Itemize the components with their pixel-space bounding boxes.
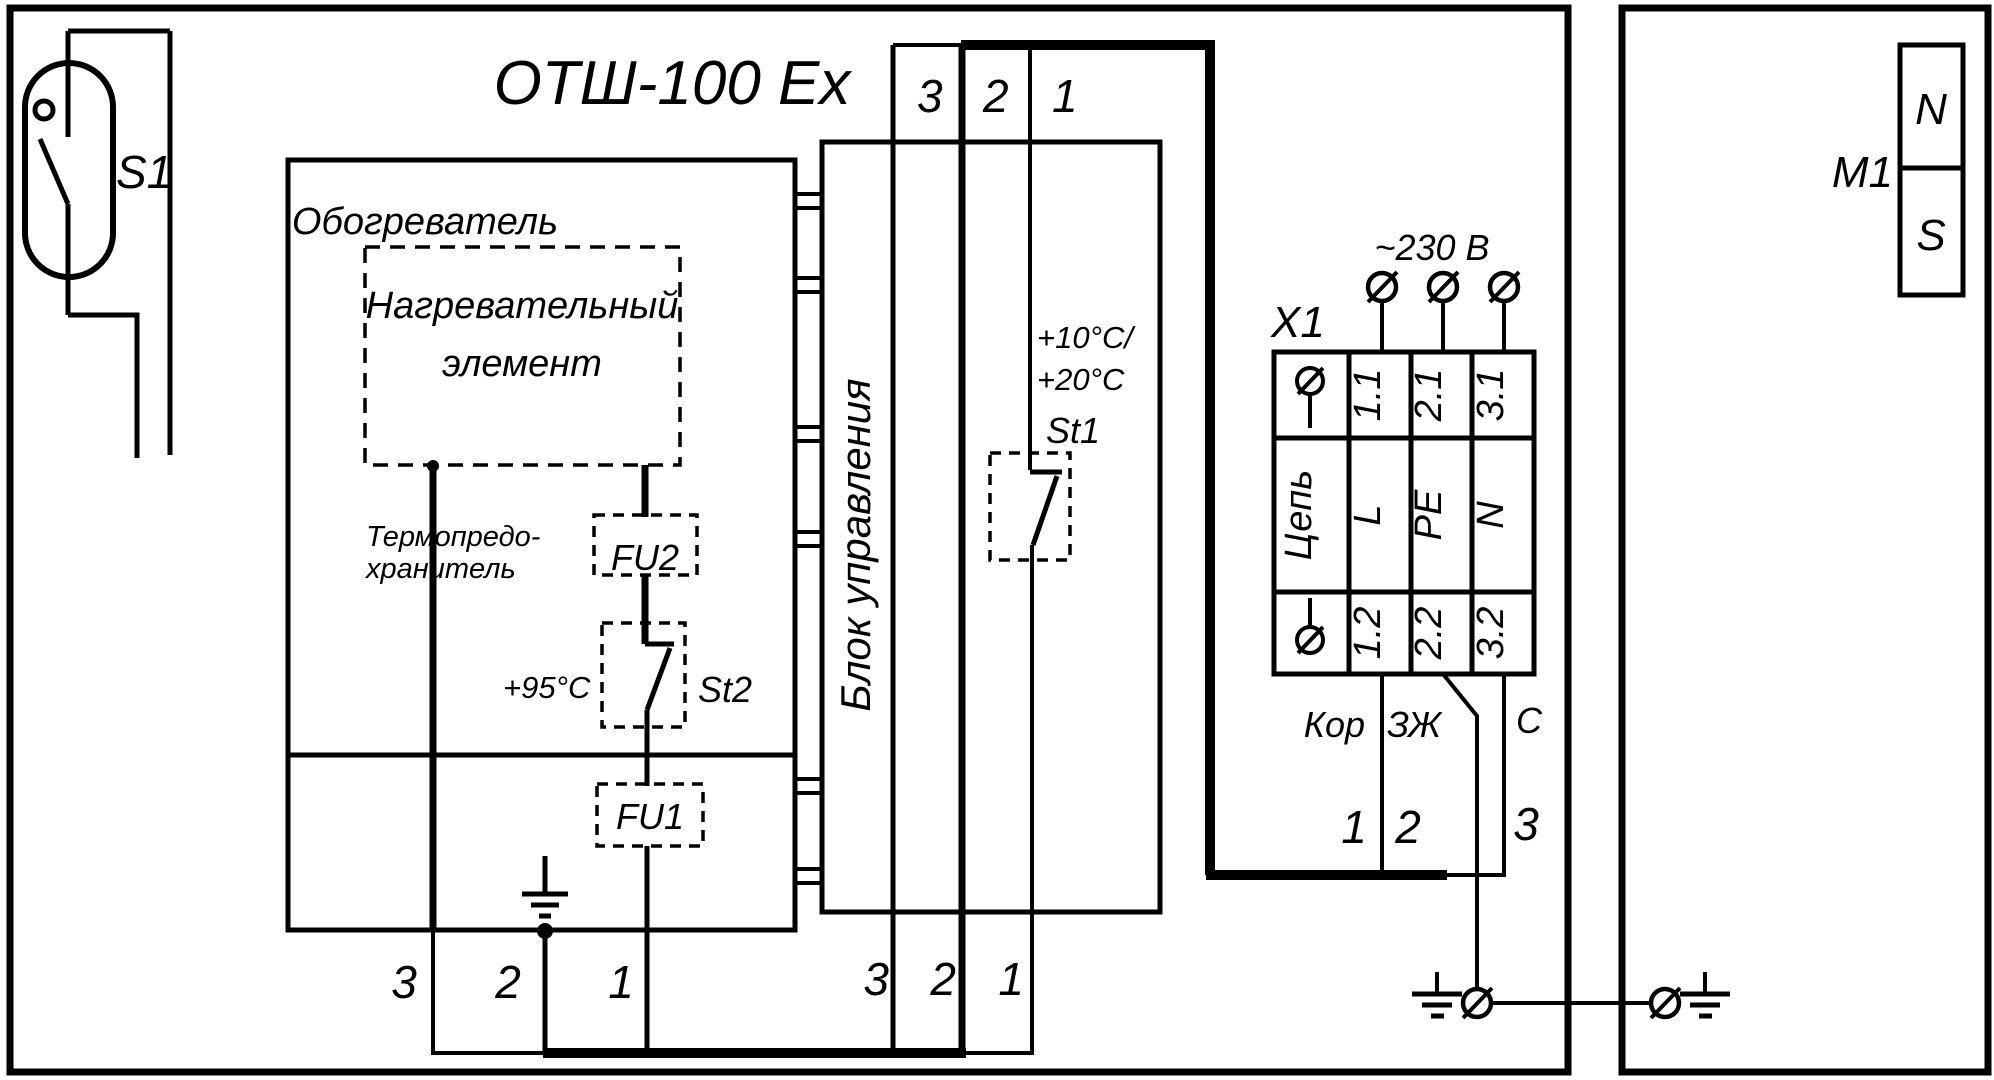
x1-cell-2-2: 2.2 [1408,607,1450,661]
block-bottom-terminal-1: 1 [998,953,1024,1005]
heater-ground-symbol [522,856,568,919]
st2-label: St2 [698,669,752,710]
x1-cell-1-2: 1.2 [1347,607,1389,660]
fuse-fu2-label: FU2 [611,537,679,578]
x1-cell-3-2: 3.2 [1470,607,1512,660]
st1-temp-line2: +20°С [1037,362,1125,397]
heater-terminal-3: 3 [391,956,417,1008]
magnet-label: M1 [1832,148,1893,197]
block-top-terminal-3: 3 [917,70,943,122]
thermostat-st2-box [600,621,687,729]
wire-color-blue: С [1516,700,1543,741]
supply-voltage: ~230 В [1374,227,1489,268]
thermal-fuse-caption-line1: Термопредо- [366,521,540,553]
wire-number-2: 2 [1394,801,1421,853]
block-top-terminal-2: 2 [982,70,1009,122]
s1-label: S1 [116,146,172,198]
x1-cell-pe: PE [1408,489,1450,540]
magnet-north: N [1915,85,1947,134]
block-bottom-terminal-2: 2 [929,953,956,1005]
thermal-fuse-caption-line2: хранитель [364,553,516,585]
wire-color-green-yellow: ЗЖ [1387,704,1443,745]
heater-terminal-1: 1 [608,956,634,1008]
supply-terminal-icons [1365,270,1521,304]
st2-blade [644,647,673,711]
terminal-symbol-bottom [1295,598,1325,655]
cable-to-x1 [893,40,1506,880]
terminal-symbol-top [1295,366,1325,428]
block-top-terminal-1: 1 [1052,70,1078,122]
wire-number-3: 3 [1513,798,1539,850]
heating-element-line1: Нагревательный [366,285,679,327]
magnet-south: S [1916,211,1945,260]
ground-left [1412,972,1494,1020]
heater-block-links [793,192,824,885]
wire-number-1: 1 [1341,801,1367,853]
st1-temp-line1: +10°С/ [1037,320,1136,355]
st2-temperature: +95°С [503,670,591,705]
x1-cell-2-1: 2.1 [1408,369,1450,423]
wire-x1-pe [1441,672,1479,989]
heating-element-box [363,245,682,467]
wire-color-brown: Кор [1304,704,1365,745]
thermostat-st1-box [988,451,1072,562]
device-title: ОТШ-100 Ex [494,49,853,118]
heater-label: Обогреватель [292,201,558,243]
heating-element-line2: элемент [442,343,602,385]
x1-cell-n: N [1470,501,1512,529]
x1-cell-3-1: 3.1 [1470,369,1512,422]
magnet-m1: N S M1 [1832,42,1966,298]
block-bottom-terminal-3: 3 [863,953,889,1005]
switch-s1-symbol: S1 [22,28,173,458]
ground-right [1648,972,1730,1020]
heater-terminal-2: 2 [494,956,521,1008]
x1-cell-l: L [1347,504,1389,525]
st1-label: St1 [1046,410,1100,451]
fuse-fu1-box [595,782,705,848]
enclosure-right [1618,4,1992,1076]
control-block-label: Блок управления [832,378,879,711]
terminal-block-x1: X1 ~230 В [1270,227,1543,989]
fuse-fu1-label: FU1 [616,796,684,837]
junction-dot [427,460,439,472]
x1-cell-1-1: 1.1 [1347,369,1389,422]
x1-label: X1 [1270,298,1325,347]
control-block: Блок управления 3 2 1 3 2 1 +10°С/ +20°С… [819,45,1163,1055]
x1-circuit-header: Цепь [1278,470,1320,561]
enclosure-left [6,4,1572,1076]
heater-box: Обогреватель Нагревательный элемент FU2 … [285,157,798,1055]
st1-blade [1030,475,1060,546]
